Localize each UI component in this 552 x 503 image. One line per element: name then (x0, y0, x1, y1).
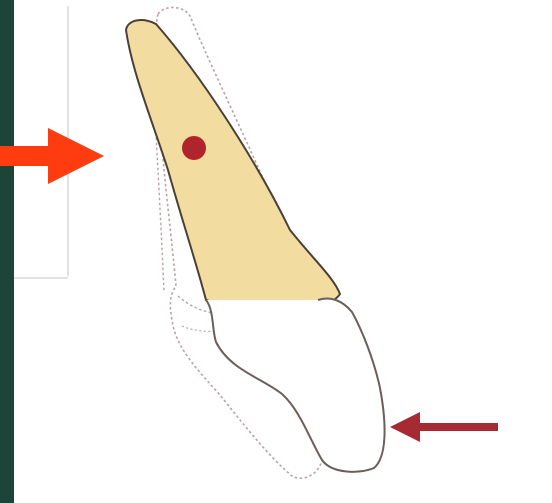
rotation-center-dot-icon (182, 136, 206, 160)
